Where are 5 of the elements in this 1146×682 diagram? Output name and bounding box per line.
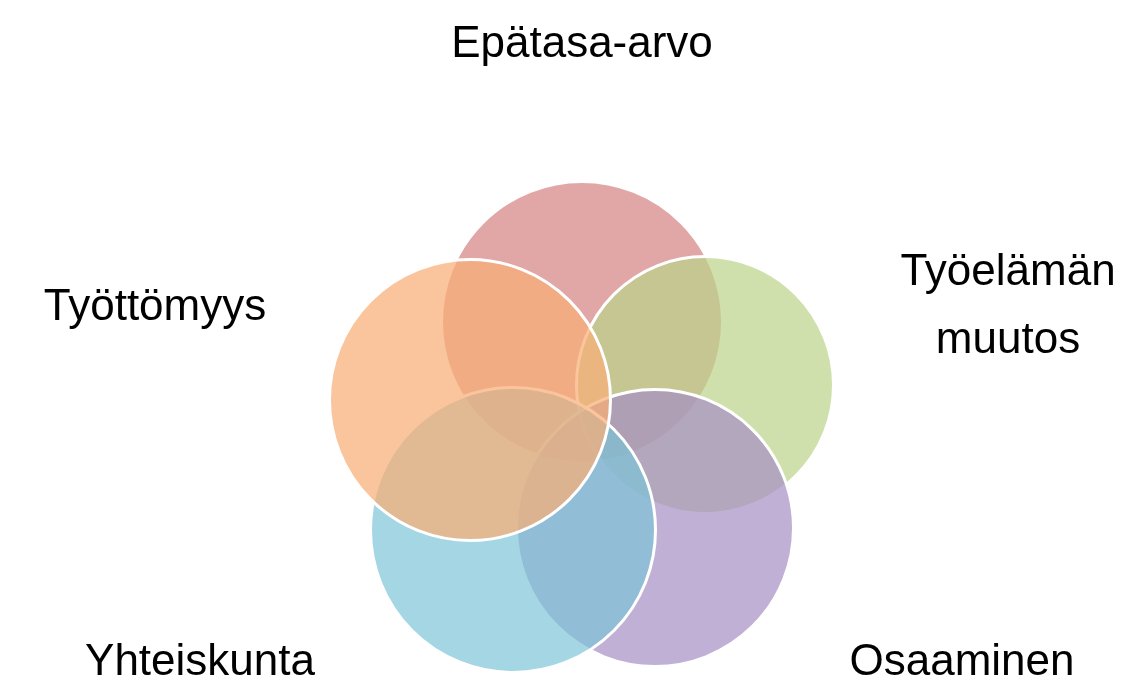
circle-label: Työelämän muutos [899, 244, 1117, 364]
circle-label: Epätasa-arvo [450, 16, 714, 68]
circle-label: Työttömyys [42, 279, 268, 331]
circle-label: Yhteiskunta [84, 634, 316, 682]
circle-label: Osaaminen [848, 634, 1076, 682]
